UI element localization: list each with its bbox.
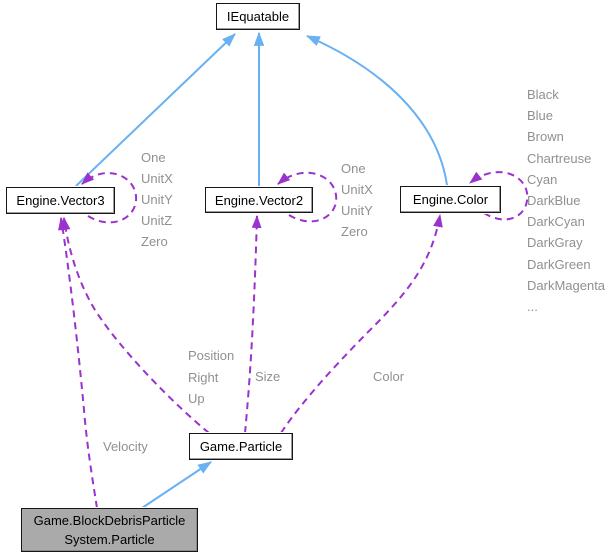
vector2-self-loop-labels: One UnitX UnitY Zero [341, 158, 373, 242]
edge-label-item: UnitY [141, 192, 173, 207]
edge-label-item: Chartreuse [527, 150, 592, 166]
edge-label-item: Position [188, 348, 235, 363]
node-engine-vector2-label: Engine.Vector2 [214, 192, 304, 208]
edge-color-self-loop [469, 171, 529, 221]
node-blockdebris-label-line2: System.Particle [64, 532, 155, 547]
edge-label-item: UnitX [141, 171, 173, 186]
edge-label-item: DarkGray [527, 235, 583, 251]
node-blockdebris-label-line1: Game.BlockDebrisParticle [33, 513, 186, 528]
edge-label-item: Right [188, 369, 219, 385]
vector3-self-loop-labels: One UnitX UnitY UnitZ Zero [141, 147, 173, 252]
particle-to-vector3-labels: Position Right Up [188, 345, 234, 410]
edge-label-item: Zero [341, 224, 368, 239]
node-engine-color[interactable]: Engine.Color [400, 186, 501, 213]
edge-label-item: Black [527, 87, 559, 102]
edge-label-item: UnitY [341, 203, 373, 218]
node-engine-color-label: Engine.Color [412, 192, 489, 207]
particle-to-vector2-label: Size [255, 369, 281, 384]
edge-label-item: DarkBlue [527, 193, 581, 209]
edge-label-item: Cyan [527, 171, 558, 187]
edge-label-item: DarkMagenta [527, 277, 606, 293]
edge-blockdebris-inherits-particle [141, 461, 212, 509]
edge-label-item: Brown [527, 129, 564, 145]
node-game-blockdebrisparticle[interactable]: Game.BlockDebrisParticle System.Particle [21, 508, 198, 552]
edge-vector3-self-loop [81, 172, 138, 224]
node-game-particle[interactable]: Game.Particle [189, 433, 293, 460]
edge-label-item: ... [527, 299, 538, 315]
edge-label-item: UnitZ [141, 213, 173, 228]
edge-label-item: DarkGreen [527, 256, 591, 272]
edge-vector2-self-loop [277, 171, 338, 223]
blockdebris-to-vector3-label: Velocity [103, 439, 148, 454]
edge-blockdebris-to-vector3 [58, 216, 98, 509]
node-engine-vector3[interactable]: Engine.Vector3 [6, 187, 115, 214]
node-engine-vector3-label: Engine.Vector3 [16, 193, 105, 208]
node-iequatable[interactable]: IEquatable [216, 3, 300, 30]
color-self-loop-labels: Black Blue Brown Chartreuse Cyan DarkBlu… [527, 84, 605, 317]
edge-vector3-inherits-iequatable [75, 33, 236, 187]
node-engine-vector2[interactable]: Engine.Vector2 [205, 187, 313, 213]
edge-label-item: Blue [527, 108, 554, 124]
edge-particle-to-vector2 [244, 214, 262, 434]
edge-label-item: Zero [141, 234, 168, 249]
edge-label-item: One [141, 150, 166, 165]
edge-label-item: DarkCyan [527, 214, 585, 230]
edge-label-item: One [341, 161, 366, 176]
edge-label-item: Up [188, 391, 205, 406]
node-iequatable-label: IEquatable [226, 9, 290, 24]
node-game-particle-label: Game.Particle [199, 439, 283, 454]
edge-particle-to-color [280, 213, 443, 434]
edge-particle-to-vector3 [60, 216, 210, 434]
edge-color-inherits-iequatable [305, 35, 448, 186]
particle-to-color-label: Color [373, 369, 405, 384]
edge-label-item: UnitX [341, 182, 373, 197]
